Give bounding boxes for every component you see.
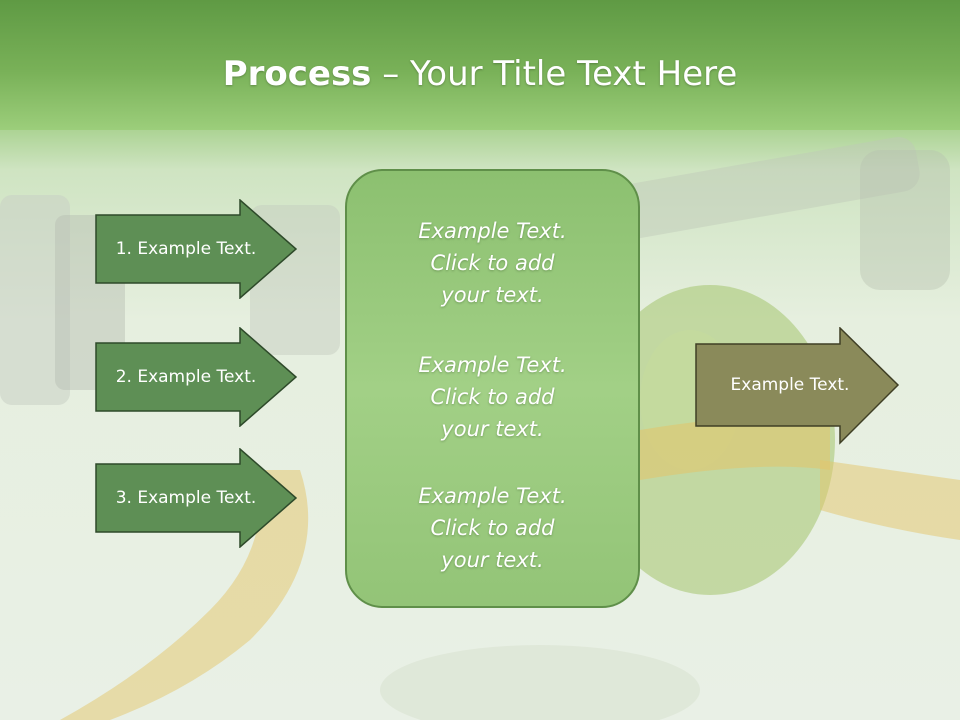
slide-title[interactable]: Process – Your Title Text Here	[0, 52, 960, 96]
center-text-line: your text.	[441, 283, 544, 307]
left-arrow-1[interactable]: 1. Example Text.	[95, 199, 297, 299]
center-text-box[interactable]: Example Text. Click to add your text. Ex…	[345, 169, 640, 608]
center-text-line: Click to add	[430, 516, 555, 540]
right-arrow-shape	[95, 448, 297, 548]
left-arrow-3[interactable]: 3. Example Text.	[95, 448, 297, 548]
right-arrow-shape	[95, 199, 297, 299]
title-bar	[0, 0, 960, 130]
center-text-item-2[interactable]: Example Text. Click to add your text.	[347, 349, 638, 445]
center-text-line: Click to add	[430, 385, 555, 409]
left-arrow-label: 2. Example Text.	[115, 367, 257, 387]
title-rest-part: – Your Title Text Here	[371, 54, 738, 94]
center-text-item-1[interactable]: Example Text. Click to add your text.	[347, 215, 638, 311]
right-arrow-shape	[95, 327, 297, 427]
center-text-line: your text.	[441, 548, 544, 572]
right-output-arrow[interactable]: Example Text.	[695, 327, 900, 445]
center-text-line: Click to add	[430, 251, 555, 275]
center-text-line: Example Text.	[418, 219, 567, 243]
left-arrow-label: 3. Example Text.	[115, 488, 257, 508]
left-arrow-label: 1. Example Text.	[115, 239, 257, 259]
center-text-line: your text.	[441, 417, 544, 441]
right-arrow-label: Example Text.	[730, 375, 850, 395]
title-bold-part: Process	[222, 54, 372, 94]
center-text-item-3[interactable]: Example Text. Click to add your text.	[347, 480, 638, 576]
center-text-line: Example Text.	[418, 353, 567, 377]
right-arrow-shape	[695, 327, 900, 445]
left-arrow-2[interactable]: 2. Example Text.	[95, 327, 297, 427]
center-text-line: Example Text.	[418, 484, 567, 508]
